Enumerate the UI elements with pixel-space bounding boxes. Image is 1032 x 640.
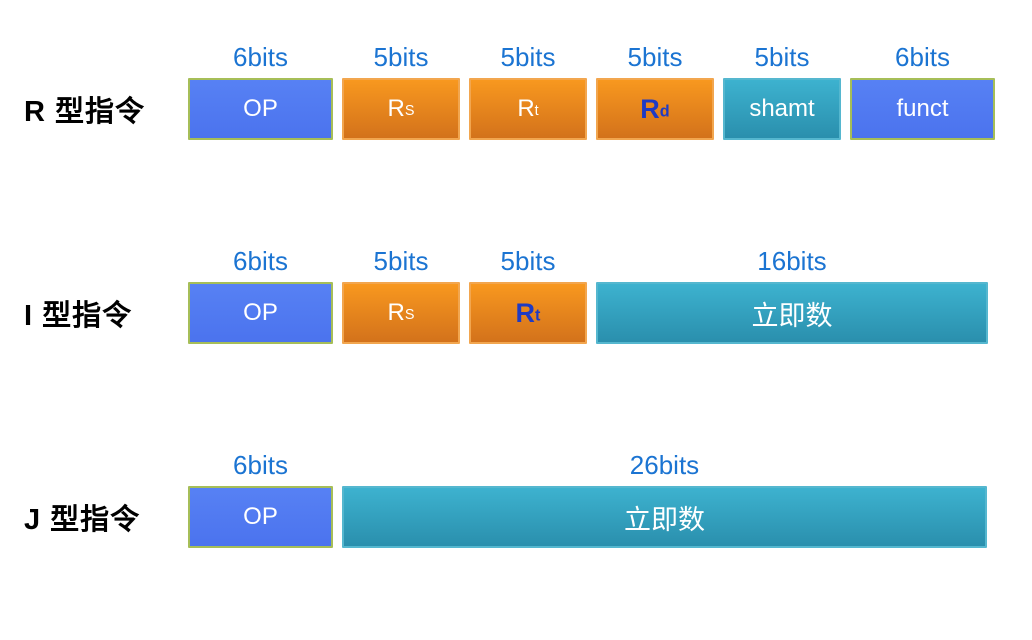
bits-width-label: 5bits: [627, 41, 683, 72]
op-field-box: OP: [188, 486, 333, 548]
r-type-row-label: R 型指令: [24, 96, 146, 128]
r-type-field-funct: 6bits funct: [850, 42, 995, 140]
immediate-field-box: 立即数: [342, 486, 987, 548]
immediate-field-box: 立即数: [596, 282, 988, 344]
j-type-field-immediate: 26bits 立即数: [342, 450, 987, 548]
bits-width-label: 5bits: [500, 245, 556, 276]
op-field-text: OP: [243, 299, 278, 326]
bits-width-label: 6bits: [895, 41, 950, 72]
immediate-field-text: 立即数: [624, 504, 705, 535]
op-field-text: OP: [243, 95, 278, 122]
rd-field-text: R: [640, 93, 660, 124]
rt-field-text: R: [515, 297, 536, 328]
i-type-field-immediate: 16bits 立即数: [596, 246, 988, 344]
j-type-row-label: J 型指令: [24, 504, 141, 536]
rt-field-text: R: [517, 95, 535, 122]
funct-field-text: funct: [896, 95, 949, 122]
op-field-box: OP: [188, 282, 333, 344]
bits-width-label: 16bits: [757, 245, 827, 276]
bits-width-label: 5bits: [500, 41, 556, 72]
shamt-field-box: shamt: [723, 78, 841, 140]
bits-width-label: 6bits: [233, 449, 288, 480]
bits-width-label: 6bits: [233, 41, 288, 72]
shamt-field-text: shamt: [749, 95, 815, 122]
rs-field-text: R: [387, 95, 405, 122]
bits-width-label: 5bits: [373, 245, 429, 276]
rs-field-text: R: [387, 299, 405, 326]
bits-width-label: 6bits: [233, 245, 288, 276]
r-type-field-shamt: 5bits shamt: [723, 42, 841, 140]
bits-width-label: 5bits: [754, 41, 810, 72]
funct-field-box: funct: [850, 78, 995, 140]
immediate-field-text: 立即数: [751, 300, 833, 331]
op-field-box: OP: [188, 78, 333, 140]
op-field-text: OP: [243, 503, 278, 530]
bits-width-label: 5bits: [373, 41, 429, 72]
i-type-row-label: I 型指令: [24, 300, 133, 332]
bits-width-label: 26bits: [629, 449, 700, 480]
